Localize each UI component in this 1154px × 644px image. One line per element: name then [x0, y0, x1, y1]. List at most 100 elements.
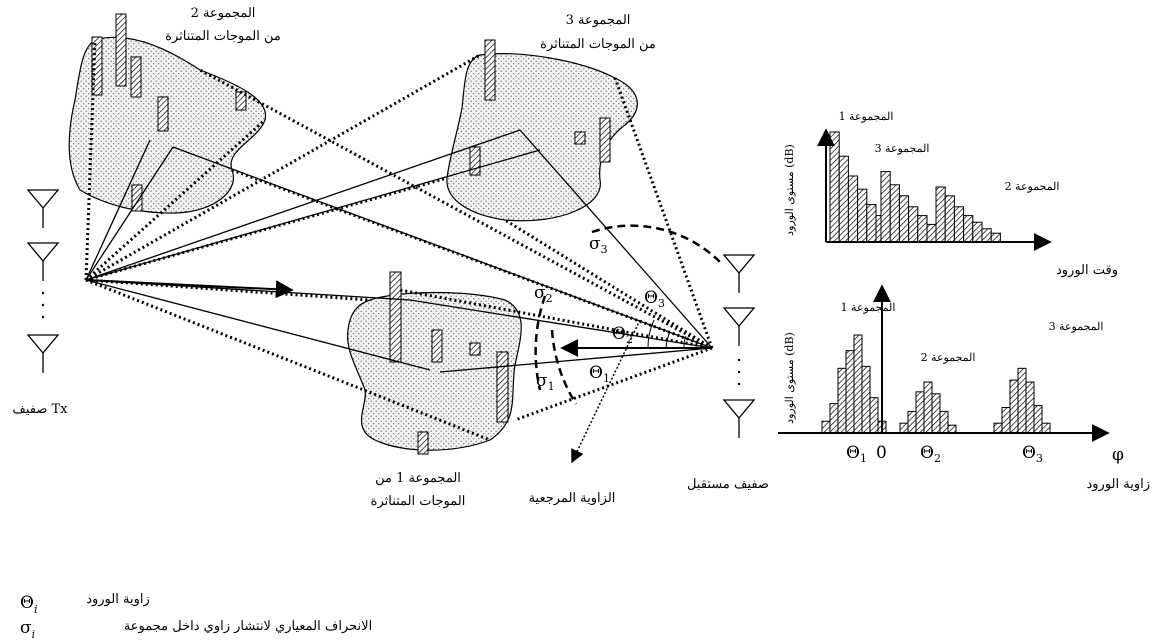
cluster-1-label-line1: المجموعة 1 من — [375, 471, 461, 486]
delay-bar-g3-3 — [953, 206, 965, 243]
legend-sigma-symbol: σi — [20, 618, 35, 641]
svg-text:Θ2: Θ2 — [612, 324, 633, 346]
delay-bar-g2-2 — [889, 184, 900, 243]
tx-direction-arrow — [85, 279, 294, 299]
top-x-label: وقت الورود — [1056, 263, 1118, 278]
cluster-2-label-line1: المجموعة 2 — [191, 6, 256, 21]
rx-antenna-array — [722, 254, 756, 438]
svg-text:Θ1: Θ1 — [589, 363, 610, 385]
top-y-label: مستوى الورود (dB) — [783, 144, 796, 236]
bottom-x-label: زاوية الورود — [1086, 477, 1150, 492]
tick-zero: 0 — [876, 443, 887, 463]
theta-3-label: Θ3 — [644, 288, 665, 310]
sigma-2-label: σ2 — [534, 283, 553, 305]
angle-bar-g2-6 — [939, 410, 949, 434]
legend-theta-symbol: Θi — [20, 593, 37, 616]
svg-text:Θ3: Θ3 — [644, 288, 665, 310]
angle-profile-chart: مستوى الورود (dB) المجموعة 1 المجموعة 2 … — [778, 284, 1150, 492]
sigma-3-label: σ3 — [589, 234, 608, 256]
angle-bar-g3-1 — [993, 422, 1003, 434]
cluster-1-region — [346, 291, 522, 451]
delay-bar-g1-5 — [866, 204, 877, 243]
cluster-2-label-line2: من الموجات المتناثرة — [165, 29, 281, 44]
svg-text:σi: σi — [20, 618, 35, 641]
rx-array-label: صفيف مستقبل — [687, 477, 769, 492]
angle-bar-g3-7 — [1041, 422, 1051, 434]
cluster-1-label-line2: الموجات المتناثرة — [371, 494, 466, 509]
bottom-cluster-label-3: المجموعة 3 — [1049, 320, 1104, 333]
angle-bar-g2-2 — [907, 410, 917, 434]
theta-2-label: Θ2 — [612, 324, 633, 346]
angle-arcs — [647, 319, 687, 349]
propagation-paths — [85, 129, 713, 373]
bottom-y-label: مستوى الورود (dB) — [783, 332, 796, 424]
delay-profile-bars — [829, 131, 1001, 243]
tx-array-label: صفيف Tx — [12, 402, 68, 417]
angle-bar-g2-4 — [923, 381, 933, 434]
angle-profile-bars — [821, 334, 1051, 434]
delay-bar-g3-1 — [935, 186, 946, 243]
top-cluster-label-2: المجموعة 2 — [1005, 180, 1060, 193]
angle-bar-g1-1 — [821, 420, 831, 434]
delay-profile-chart: مستوى الورود (dB) وقت الورود المجموعة 1 … — [783, 110, 1118, 278]
bottom-cluster-label-2: المجموعة 2 — [921, 351, 976, 364]
angle-bar-g1-5 — [853, 334, 863, 434]
delay-bar-g3-4 — [963, 215, 974, 243]
angle-bar-g3-3 — [1009, 379, 1019, 434]
delay-bar-g2-1 — [880, 171, 891, 243]
bottom-cluster-label-1: المجموعة 1 — [841, 301, 896, 314]
top-cluster-label-1: المجموعة 1 — [839, 110, 894, 123]
svg-text:Θ2: Θ2 — [920, 443, 941, 465]
angle-bar-g1-4 — [845, 350, 855, 434]
delay-bar-g1-4 — [857, 188, 868, 243]
delay-bar-g1-1 — [829, 131, 840, 243]
theta-1-label: Θ1 — [589, 363, 610, 385]
delay-bar-g1-2 — [838, 155, 849, 243]
legend-sigma-text: الانحراف المعياري لانتشار زاوي داخل مجمو… — [124, 619, 372, 634]
delay-bar-g3-7 — [990, 232, 1001, 243]
svg-text:σ3: σ3 — [589, 234, 608, 256]
angle-bar-g3-6 — [1033, 405, 1043, 434]
cluster-3-label-line2: من الموجات المتناثرة — [540, 37, 656, 52]
angle-bar-g3-2 — [1001, 407, 1011, 434]
svg-text:Θ1: Θ1 — [846, 443, 867, 465]
angle-bar-g3-5 — [1025, 381, 1035, 434]
angle-bar-g2-5 — [931, 393, 941, 434]
tick-theta-3: Θ3 — [1022, 443, 1043, 465]
svg-text:Θ3: Θ3 — [1022, 443, 1043, 465]
tick-theta-1: Θ1 — [846, 443, 867, 465]
reference-angle-label: الزاوية المرجعية — [529, 491, 616, 506]
svg-text:σ2: σ2 — [534, 283, 553, 305]
angle-bar-g2-7 — [947, 424, 957, 434]
angular-spread-arcs — [534, 224, 721, 405]
angle-bar-g2-1 — [899, 422, 909, 434]
delay-bar-g3-2 — [944, 195, 955, 243]
delay-bar-g2-6 — [926, 223, 937, 243]
tx-antenna-array — [26, 189, 60, 373]
delay-bar-g2-5 — [917, 215, 928, 243]
angle-bar-g1-2 — [829, 403, 839, 434]
top-cluster-label-3: المجموعة 3 — [875, 142, 930, 155]
angle-bar-g1-7 — [869, 397, 879, 434]
tx-dots — [41, 291, 45, 319]
delay-bar-g2-3 — [898, 195, 910, 243]
angle-bar-g1-3 — [837, 367, 847, 434]
sigma-1-label: σ1 — [536, 371, 555, 393]
tick-theta-2: Θ2 — [920, 443, 941, 465]
cluster-3-label-line1: المجموعة 3 — [566, 13, 631, 28]
svg-text:σ1: σ1 — [536, 371, 555, 393]
angle-bar-g3-4 — [1017, 367, 1027, 434]
angle-bar-g2-3 — [915, 391, 925, 434]
delay-bar-g1-3 — [847, 175, 859, 243]
tick-phi: φ — [1112, 445, 1124, 465]
scatterers — [91, 13, 611, 455]
legend: Θi زاوية الورود σi الانحراف المعياري لان… — [20, 592, 372, 641]
svg-text:Θi: Θi — [20, 593, 37, 616]
legend-theta-text: زاوية الورود — [86, 592, 150, 607]
delay-bar-g3-5 — [972, 221, 983, 243]
angle-bar-g1-6 — [861, 365, 871, 434]
rx-dots — [737, 358, 741, 386]
delay-bar-g3-6 — [981, 228, 992, 243]
